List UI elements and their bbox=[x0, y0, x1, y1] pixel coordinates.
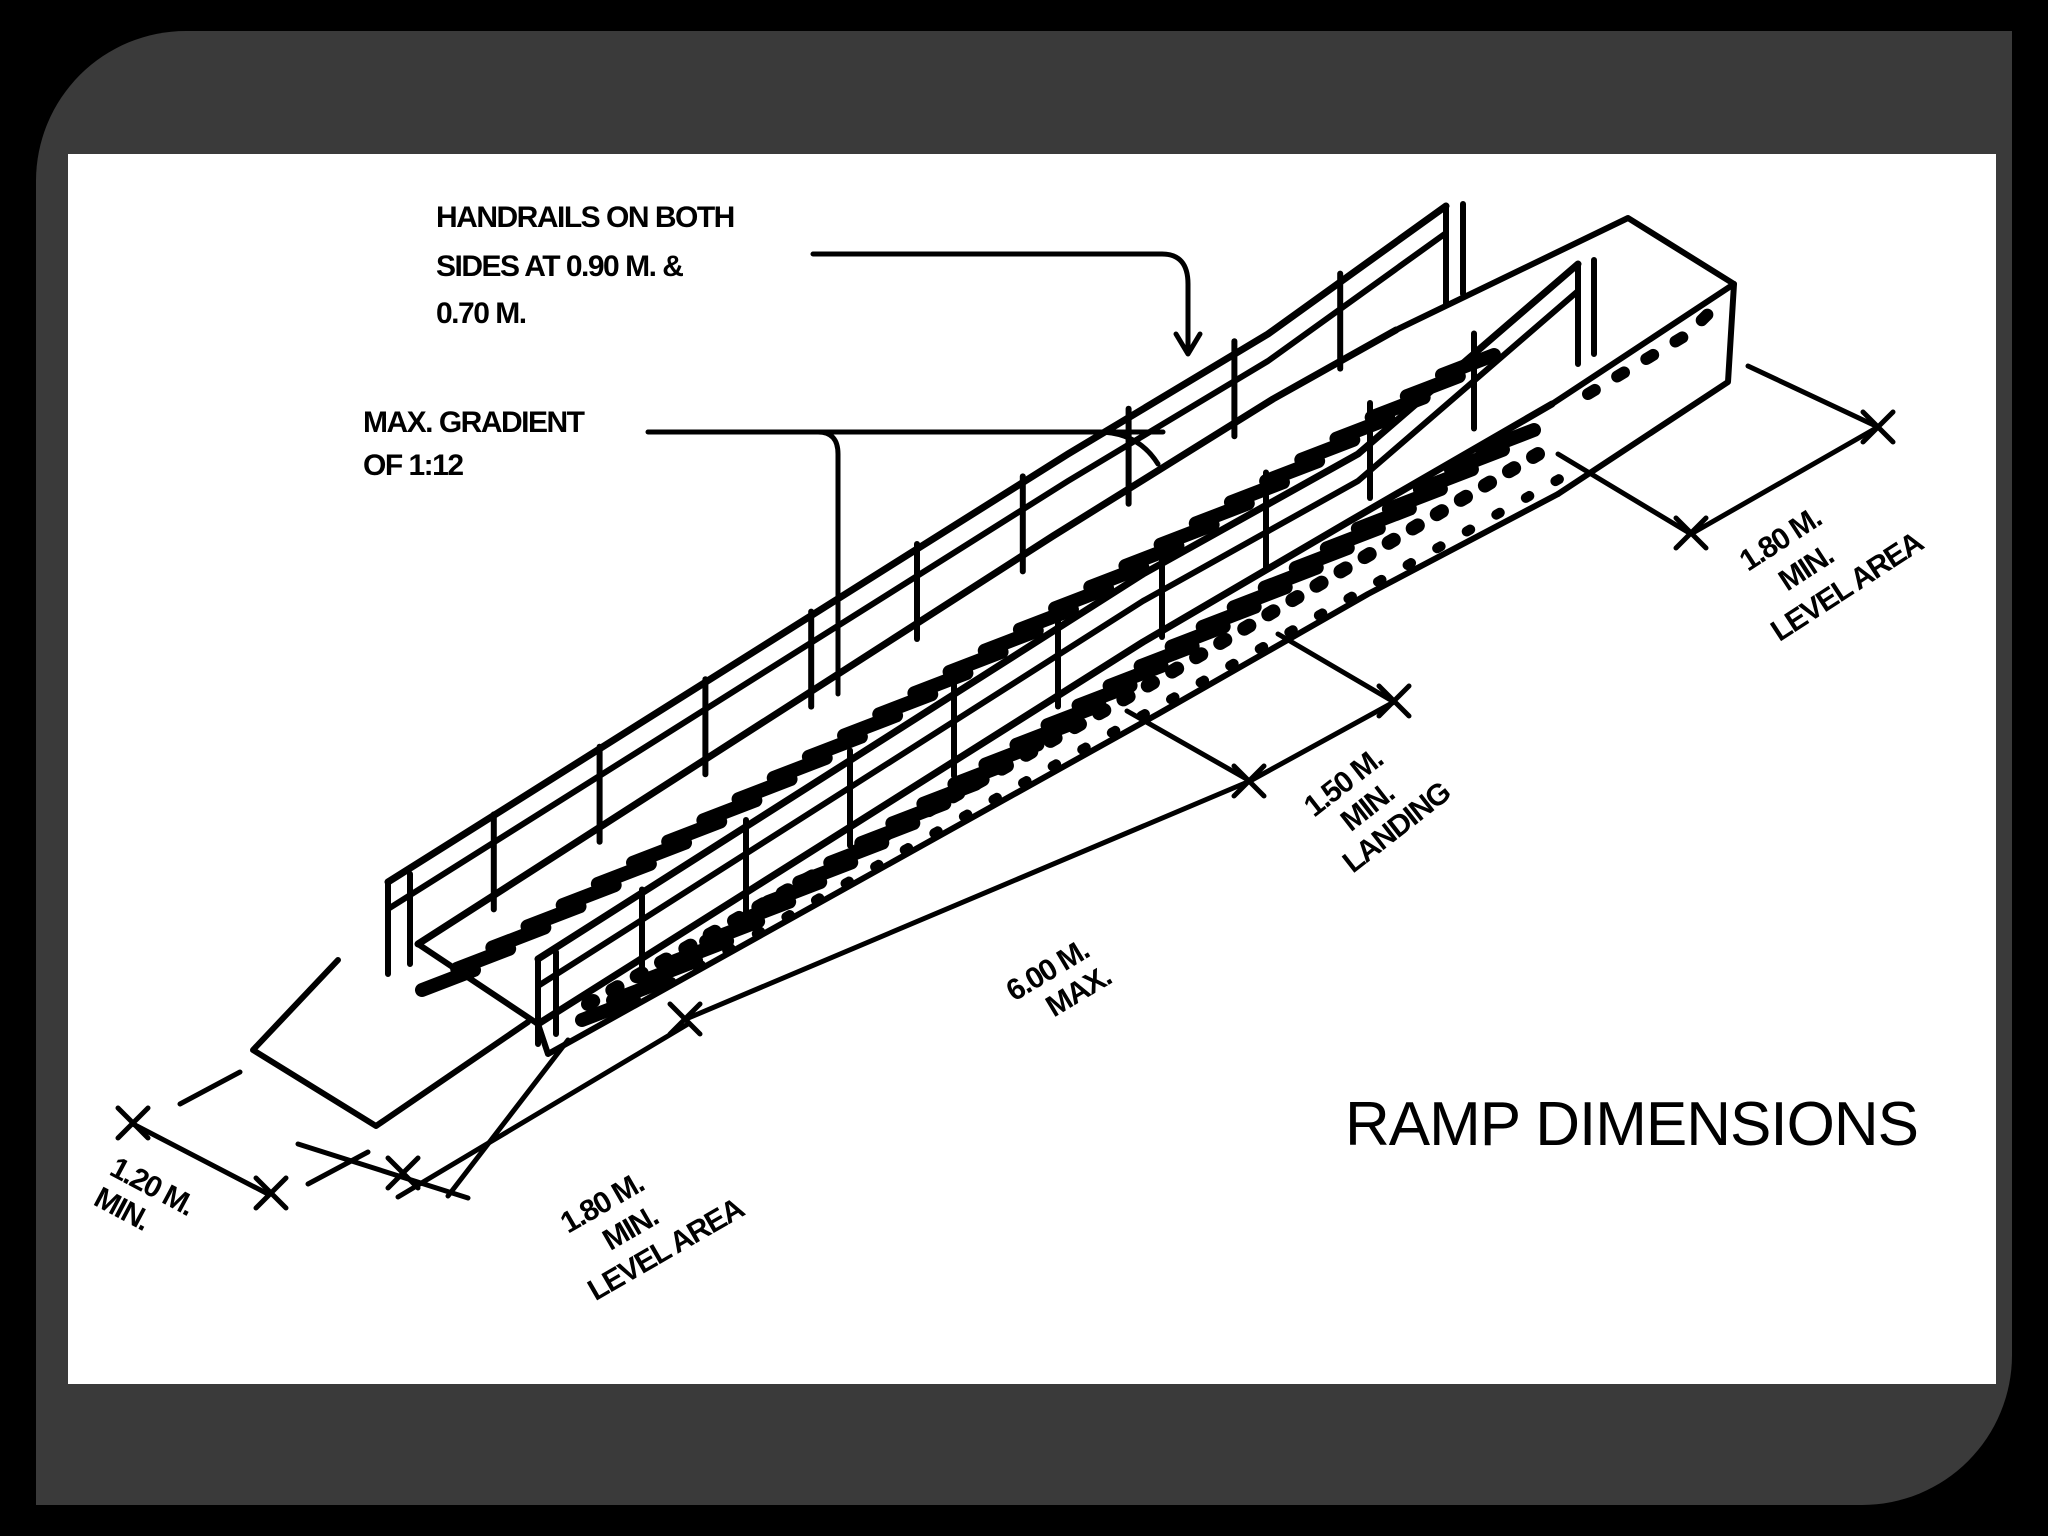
deck-tread-mark bbox=[1153, 517, 1220, 552]
deck-tread-mark bbox=[1412, 462, 1479, 497]
gradient-callout: MAX. GRADIENT OF 1:12 bbox=[363, 406, 586, 482]
handrails-line-1: HANDRAILS ON BOTH bbox=[436, 201, 734, 234]
dim-label-approach-width: 1.20 M. MIN. bbox=[89, 1151, 200, 1237]
deck-tread-mark bbox=[1475, 423, 1541, 457]
deck-tread-mark bbox=[942, 644, 1009, 679]
deck-tread-mark bbox=[450, 941, 517, 976]
deck-tread-mark bbox=[415, 963, 481, 997]
deck-tread-mark bbox=[1133, 639, 1200, 674]
ramp-drawing: HANDRAILS ON BOTH SIDES AT 0.90 M. & 0.7… bbox=[89, 201, 1929, 1308]
deck-tread-mark bbox=[1012, 602, 1079, 637]
diagram-panel: HANDRAILS ON BOTH SIDES AT 0.90 M. & 0.7… bbox=[68, 154, 1996, 1384]
deck-tread-mark bbox=[1294, 432, 1361, 467]
deck-tread-mark bbox=[1164, 619, 1231, 654]
gradient-line-2: OF 1:12 bbox=[363, 449, 463, 482]
handrails-line-2: SIDES AT 0.90 M. & bbox=[436, 250, 683, 283]
deck-tread-mark bbox=[1288, 540, 1355, 575]
deck-tread-mark bbox=[792, 855, 859, 890]
deck-tread-mark bbox=[1381, 481, 1448, 516]
deck-tread-mark bbox=[1329, 411, 1396, 446]
deck-tread-mark bbox=[1226, 580, 1293, 615]
deck-tread-mark bbox=[1223, 475, 1290, 510]
handrail-posts bbox=[490, 270, 1477, 988]
deck-tread-mark bbox=[520, 899, 587, 934]
deck-tread-mark bbox=[696, 793, 763, 828]
gradient-line-1: MAX. GRADIENT bbox=[363, 406, 585, 439]
deck-tread-mark bbox=[1188, 496, 1255, 531]
deck-tread-mark bbox=[1259, 454, 1326, 489]
right-handrail bbox=[534, 257, 1597, 1047]
deck-tread-mark bbox=[731, 772, 798, 807]
deck-tread-mark bbox=[977, 623, 1044, 658]
deck-tread-mark bbox=[699, 914, 766, 949]
deck-tread-mark bbox=[485, 920, 552, 955]
deck-tread-mark bbox=[1009, 717, 1076, 752]
deck-tread-mark bbox=[823, 835, 890, 870]
deck-tread-mark bbox=[1083, 560, 1150, 595]
deck-tread-mark bbox=[837, 708, 904, 743]
deck-tread-mark bbox=[907, 666, 974, 701]
deck-tread-mark bbox=[1071, 678, 1138, 713]
diagram-title: RAMP DIMENSIONS bbox=[1345, 1090, 1918, 1159]
deck-tread-mark bbox=[916, 776, 983, 811]
deck-tread-mark bbox=[1195, 599, 1262, 634]
deck-tread-mark bbox=[590, 856, 657, 891]
deck-tread-mark bbox=[1040, 698, 1107, 733]
deck-tread-mark bbox=[606, 973, 673, 1008]
deck-tread-mark bbox=[761, 875, 828, 910]
deck-tread-mark bbox=[801, 729, 868, 764]
deck-tread-mark bbox=[1048, 581, 1115, 616]
deck-tread-mark bbox=[885, 796, 952, 831]
dim-label-bottom-level-area: 1.80 M. MIN. LEVEL AREA bbox=[555, 1167, 750, 1308]
deck-tread-mark bbox=[1443, 442, 1510, 477]
deck-tread-mark bbox=[854, 816, 921, 851]
deck-tread-mark bbox=[1102, 658, 1169, 693]
callout-leaders bbox=[645, 251, 1203, 697]
deck-tread-mark bbox=[730, 894, 797, 929]
deck-hatching bbox=[415, 348, 1541, 1027]
deck-tread-mark bbox=[947, 757, 1014, 792]
dim-label-ramp-run: 6.00 M. MAX. bbox=[1001, 934, 1117, 1024]
deck-tread-mark bbox=[1118, 538, 1185, 573]
deck-tread-mark bbox=[1319, 521, 1386, 556]
deck-tread-mark bbox=[1257, 560, 1324, 595]
dim-label-top-level-area: 1.80 M. MIN. LEVEL AREA bbox=[1734, 501, 1929, 648]
deck-tread-mark bbox=[637, 953, 704, 988]
deck-tread-mark bbox=[978, 737, 1045, 772]
deck-tread-mark bbox=[555, 878, 622, 913]
deck-tread-mark bbox=[668, 934, 735, 969]
deck-tread-mark bbox=[626, 835, 693, 870]
deck-tread-mark bbox=[575, 993, 641, 1027]
deck-tread-mark bbox=[872, 687, 939, 722]
deck-tread-mark bbox=[661, 814, 728, 849]
left-handrail bbox=[384, 201, 1466, 977]
dimension-lines bbox=[115, 363, 1896, 1211]
deck-tread-mark bbox=[1350, 501, 1417, 536]
handrails-callout: HANDRAILS ON BOTH SIDES AT 0.90 M. & 0.7… bbox=[436, 201, 735, 330]
deck-tread-mark bbox=[766, 750, 833, 785]
handrails-line-3: 0.70 M. bbox=[436, 297, 526, 330]
